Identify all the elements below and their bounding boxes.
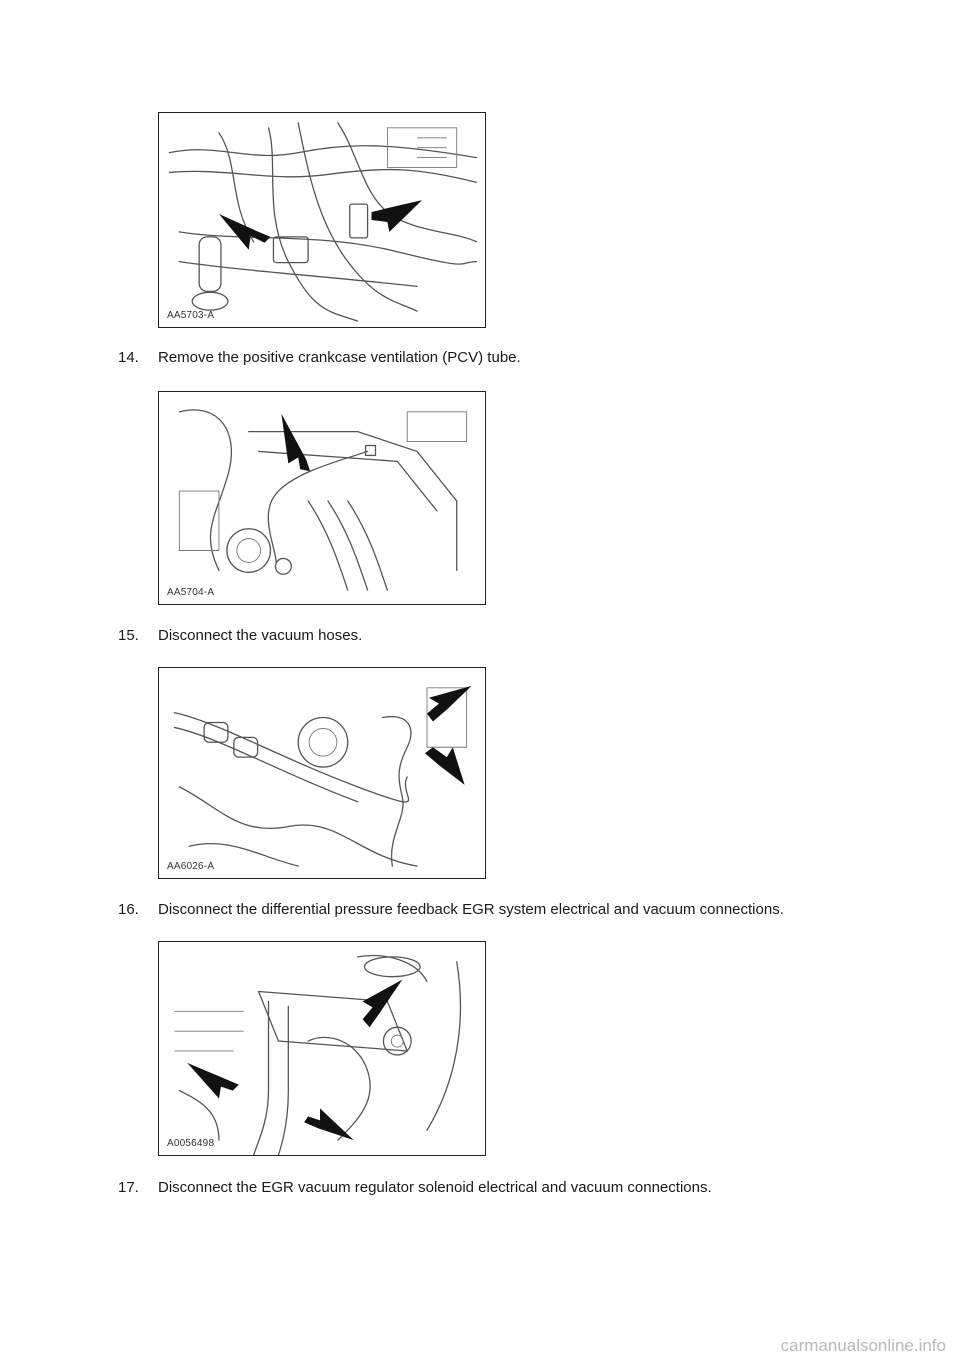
arrow-icon xyxy=(281,413,311,472)
arrow-icon xyxy=(371,200,423,232)
step-number: 14. xyxy=(118,349,139,366)
step-15: 15. Disconnect the vacuum hoses. xyxy=(118,627,362,645)
figure-id: AA6026-A xyxy=(167,861,215,872)
figure-id: A0056498 xyxy=(167,1138,215,1149)
arrow-icon xyxy=(218,214,271,250)
step-text: Remove the positive crankcase ventilatio… xyxy=(158,349,521,366)
arrow-icon xyxy=(425,747,465,785)
figure-aa5703: AA5703-A xyxy=(158,112,486,328)
engine-illustration-2 xyxy=(178,409,468,591)
figure-aa5704: AA5704-A xyxy=(158,391,486,605)
engine-illustration-4 xyxy=(174,954,462,1155)
arrow-icon xyxy=(427,685,472,722)
step-text: Disconnect the differential pressure fee… xyxy=(158,901,784,918)
arrow-icon xyxy=(304,1108,354,1141)
engine-illustration-1 xyxy=(168,122,478,322)
step-text: Disconnect the vacuum hoses. xyxy=(158,627,363,644)
figure-id: AA5704-A xyxy=(167,587,215,598)
step-number: 16. xyxy=(118,901,139,918)
step-16: 16. Disconnect the differential pressure … xyxy=(118,901,784,919)
step-14: 14. Remove the positive crankcase ventila… xyxy=(118,349,521,367)
figure-aa6026: AA6026-A xyxy=(158,667,486,879)
engine-illustration-3 xyxy=(173,685,472,867)
step-17: 17. Disconnect the EGR vacuum regulator s… xyxy=(118,1179,712,1197)
arrow-icon xyxy=(187,1062,239,1099)
watermark: carmanualsonline.info xyxy=(780,1336,946,1355)
figure-id: AA5703-A xyxy=(167,310,215,321)
step-number: 15. xyxy=(118,627,139,644)
figure-a0056498: A0056498 xyxy=(158,941,486,1156)
arrow-icon xyxy=(362,979,403,1028)
step-number: 17. xyxy=(118,1179,139,1196)
step-text: Disconnect the EGR vacuum regulator sole… xyxy=(158,1179,712,1196)
